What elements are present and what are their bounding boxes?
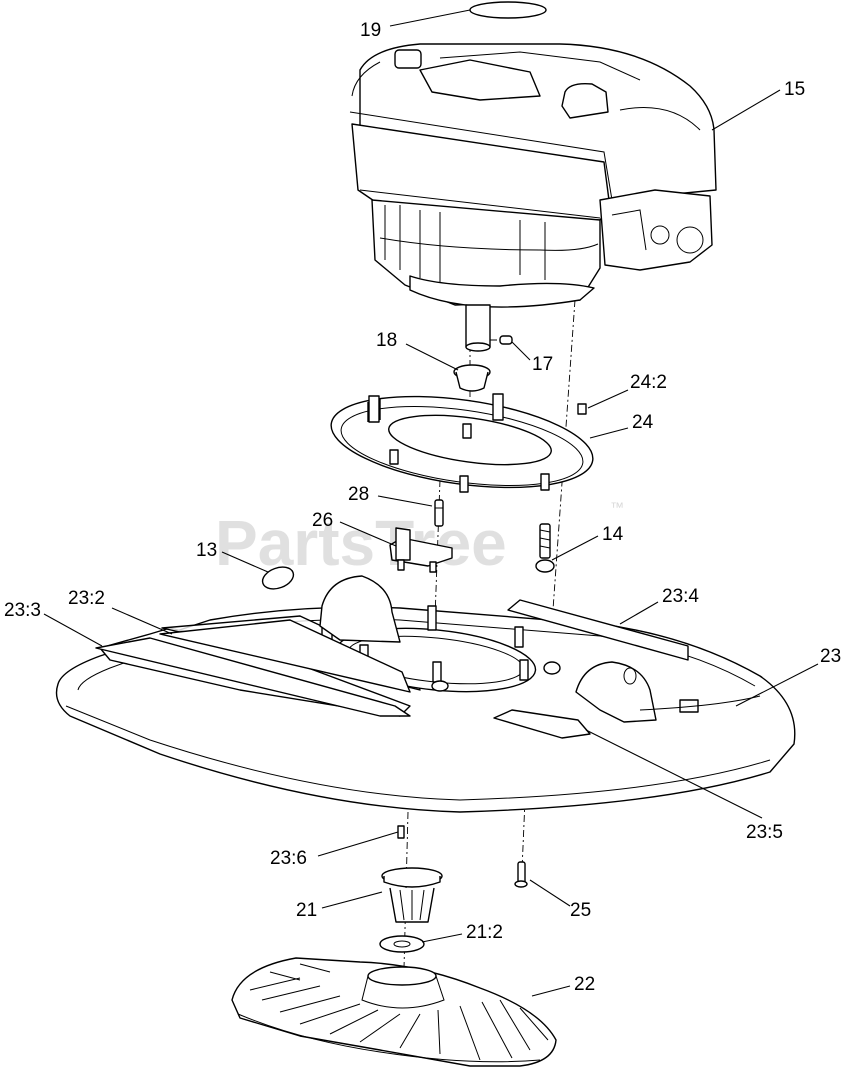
part-24-2-stud: [577, 403, 587, 415]
callout-21-2: 21:2: [466, 922, 503, 943]
callout-23-2: 23:2: [68, 588, 105, 609]
part-23-6-pin: [397, 825, 405, 839]
callout-24: 24: [632, 412, 654, 433]
part-18-adapter: [453, 364, 491, 392]
callout-19: 19: [360, 20, 381, 41]
part-23-deck: [55, 575, 796, 813]
callout-28: 28: [348, 484, 369, 505]
part-23-3-decal: [95, 637, 411, 717]
watermark: PartsTree ™: [215, 499, 624, 579]
part-24-mounting-plate: [330, 393, 594, 493]
part-14-bolt: [535, 523, 555, 573]
callout-21: 21: [296, 900, 317, 921]
part-23-5-decal: [493, 709, 591, 739]
callouts: 19 15 18 17 24:2 24 28 26 14 13 23:2 23:…: [4, 20, 841, 995]
watermark-tm: ™: [610, 499, 624, 515]
callout-23-6: 23:6: [270, 848, 307, 869]
part-13-decal: [261, 566, 295, 590]
callout-15: 15: [784, 79, 805, 100]
callout-17: 17: [532, 354, 553, 375]
part-23-4-decal: [507, 599, 689, 661]
callout-23-3: 23:3: [4, 600, 41, 621]
part-21-hub: [381, 867, 443, 923]
part-26-bracket: [389, 527, 453, 573]
watermark-brand: PartsTree: [215, 507, 507, 579]
part-23-2-decal: [159, 619, 411, 693]
callout-26: 26: [312, 510, 333, 531]
part-22-fan: [231, 957, 557, 1067]
callout-24-2: 24:2: [630, 372, 667, 393]
callout-13: 13: [196, 540, 217, 561]
callout-25: 25: [570, 900, 591, 921]
part-21-2-washer: [379, 935, 425, 953]
leader-lines: [43, 9, 819, 997]
part-28-bolt: [434, 499, 444, 527]
callout-14: 14: [602, 524, 624, 545]
callout-23-4: 23:4: [662, 586, 699, 607]
part-17-key: [499, 335, 513, 345]
part-19-decal: [469, 1, 547, 19]
part-15-engine: [349, 43, 717, 352]
callout-22: 22: [574, 974, 595, 995]
callout-18: 18: [376, 330, 397, 351]
callout-23: 23: [820, 646, 841, 667]
callout-23-5: 23:5: [746, 822, 783, 843]
part-25-bolt: [514, 861, 528, 888]
